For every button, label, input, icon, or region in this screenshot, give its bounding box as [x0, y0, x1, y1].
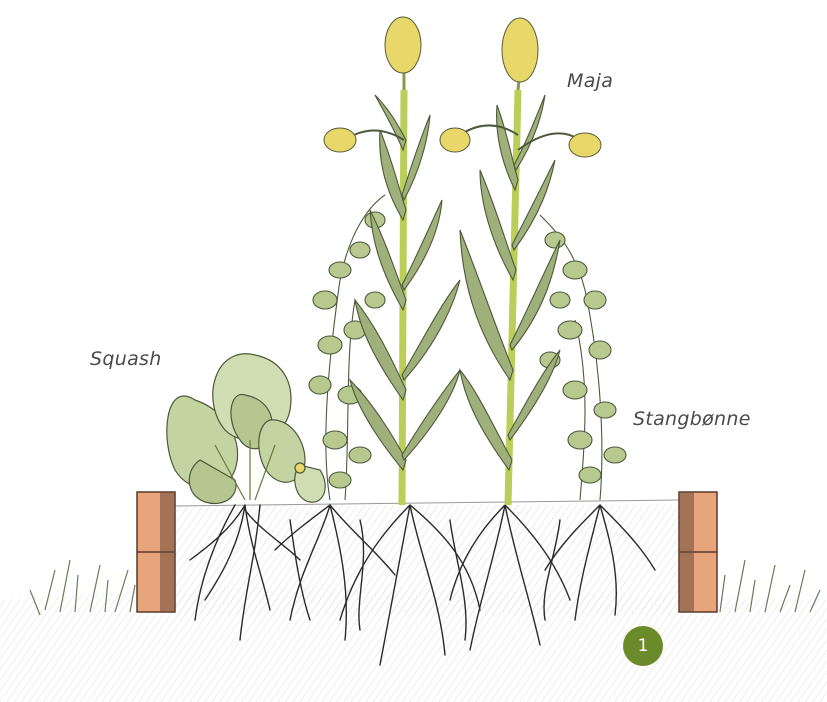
label-squash: Squash [90, 348, 162, 370]
numbered-marker[interactable]: 1 [623, 626, 663, 666]
label-corn: Maja [567, 70, 613, 92]
brick-border-right [679, 492, 717, 612]
squash-plant-icon [167, 354, 325, 504]
label-pole-bean: Stangbønne [633, 408, 751, 430]
pole-bean-icon [309, 195, 626, 500]
brick-border-left [137, 492, 175, 612]
